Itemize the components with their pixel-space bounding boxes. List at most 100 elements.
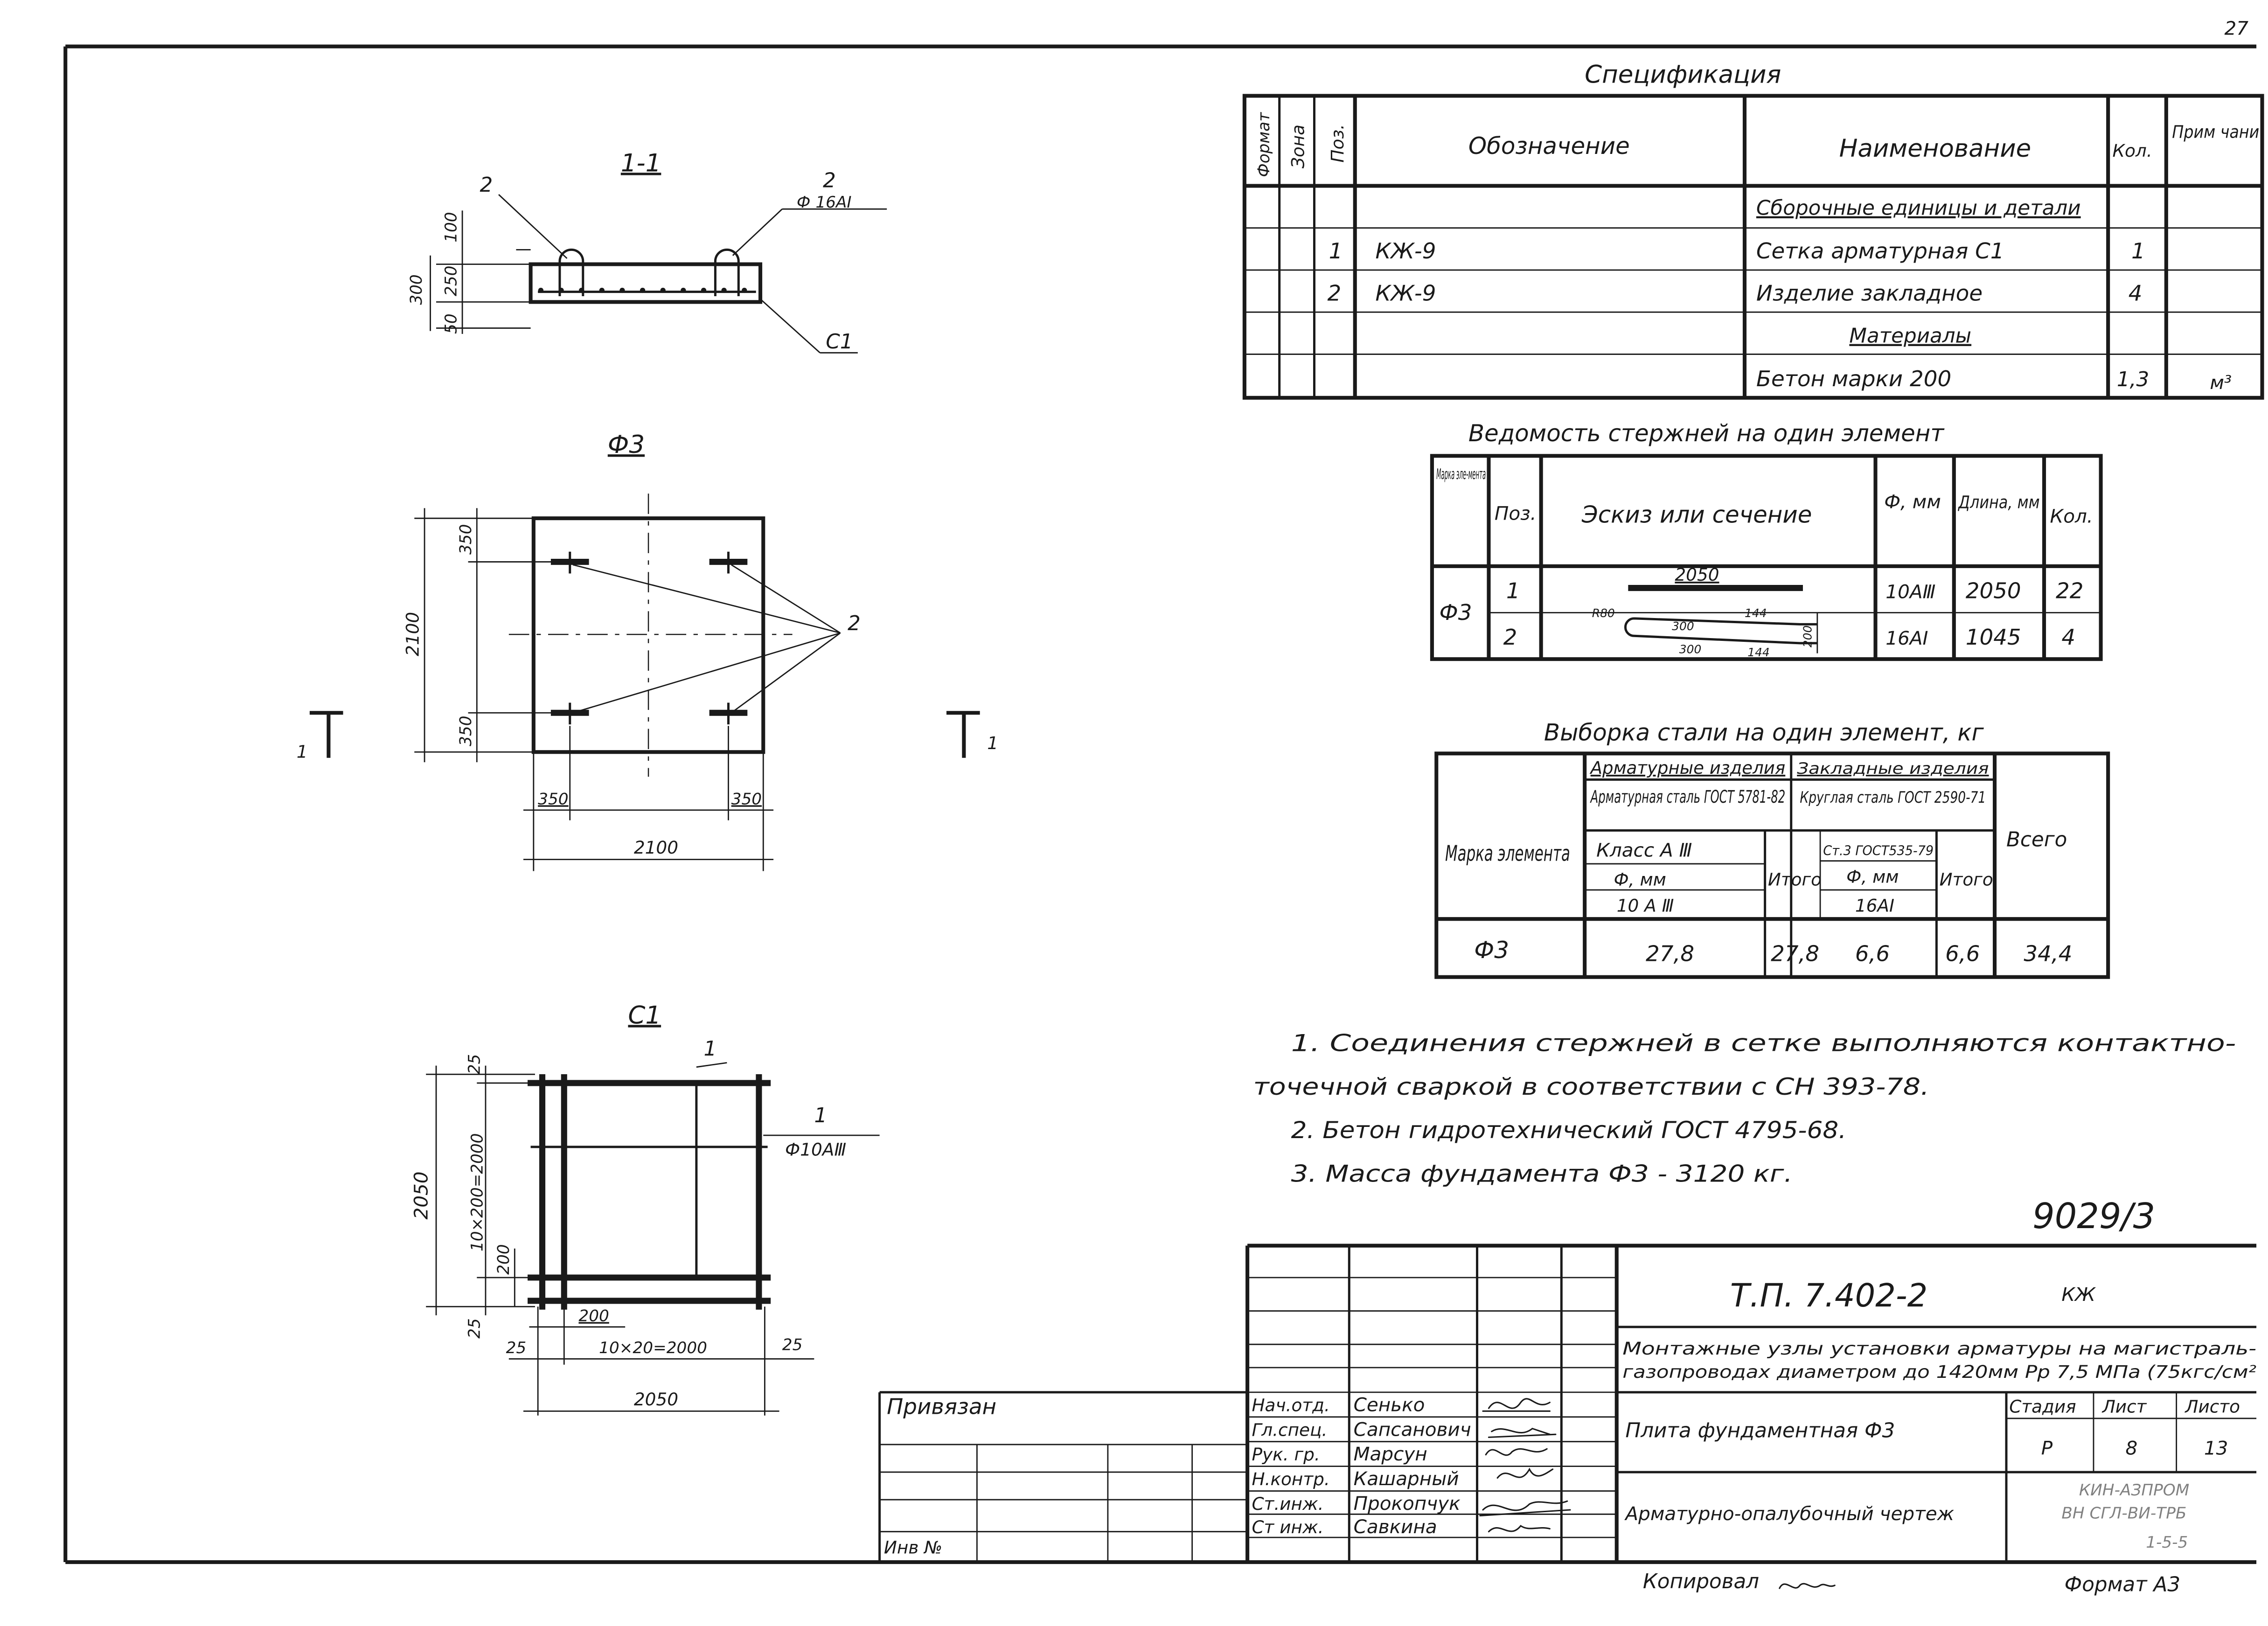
bar-header-pos: Поз. [1495,502,1537,524]
plan-dim-bottom: 350 [457,716,475,746]
project-name-2: газопроводах диаметром до 1420мм Рр 7,5 … [1622,1362,2256,1382]
steel-rebar-class: Класс А Ⅲ [1596,839,1692,861]
steel-rebar-steel: Арматурная сталь ГОСТ 5781-82 [1590,786,1785,807]
spec-title: Спецификация [1585,60,1781,89]
steel-title: Выборка стали на один элемент, кг [1544,719,1984,746]
mesh-dim-step-h: 200 [578,1306,609,1325]
section-callout-left: 2 [480,174,493,197]
sheet-label: Лист [2101,1396,2147,1417]
bar-row-1-pos: 1 [1506,578,1520,604]
role-6-name: Савкина [1354,1515,1437,1538]
stage-value: Р [2041,1437,2053,1459]
mesh-dim-grid-v: 10×200=2000 [468,1133,487,1251]
bar-row-2-length: 1045 [1966,625,2021,650]
embedded-anchor-right [714,248,740,296]
steel-rebar-dia: Ф, мм [1614,869,1666,890]
project-name-1: Монтажные узлы установки арматуры на маг… [1622,1338,2256,1359]
sheets-value: 13 [2204,1437,2228,1459]
bar-header-mark: Марка эле-мента [1436,466,1486,483]
role-1: Нач.отд. [1252,1395,1329,1415]
spec-row-2-pos: 2 [1328,281,1342,306]
copier-signature [1779,1583,1836,1589]
spec-material-name: Бетон марки 200 [1756,367,1951,392]
spec-row-1-qty: 1 [2131,239,2145,264]
spec-material-note: м³ [2210,371,2232,394]
steel-row-all: 34,4 [2024,942,2072,967]
bar-row-2-dia: 16АⅠ [1885,627,1928,649]
section-dim-100: 100 [442,212,461,242]
sheet-title: Плита фундаментная Ф3 [1625,1419,1895,1442]
mesh-dim-height: 2050 [410,1172,432,1220]
spec-header-note: Прим чани [2172,122,2259,142]
role-2-name: Сапсанович [1354,1418,1471,1440]
role-2: Гл.спец. [1252,1419,1327,1440]
spec-header-pos: Поз. [1327,124,1348,163]
steel-mark-header: Марка элемента [1445,841,1570,867]
note-3: 3. Масса фундамента Ф3 - 3120 кг. [1291,1160,1793,1188]
organization-stamp: КИН-АЗПРОМ ВН СГЛ-ВИ-ТРБ 1-5-5 [2061,1481,2189,1552]
mesh-dim-top: 25 [465,1054,484,1075]
bound-label: Привязан [887,1395,996,1420]
bar-header-dia: Ф, мм [1884,490,1941,513]
stage-label: Стадия [2009,1396,2076,1417]
spec-header-name: Наименование [1839,134,2031,163]
mesh-dim-bottom: 25 [465,1318,484,1339]
steel-row-rebar: 27,8 [1646,942,1694,967]
stamp-line-2: ВН СГЛ-ВИ-ТРБ [2061,1504,2186,1523]
role-5-name: Прокопчук [1354,1492,1461,1515]
embedded-anchor-left [558,248,584,296]
bar-sketch-d4: 300 [1679,643,1702,656]
section-dim-300: 300 [407,274,426,305]
mesh-bars [528,1074,771,1310]
drawing-type: Арматурно-опалубочный чертеж [1624,1502,1954,1525]
sheet-value: 8 [2126,1437,2138,1459]
spec-row-1-designation: КЖ-9 [1375,239,1436,264]
spec-row-1-name: Сетка арматурная С1 [1756,239,2004,264]
mesh-dim-right: 25 [782,1336,803,1355]
steel-round-total-label: Итого [1940,869,1993,890]
role-4: Н.контр. [1252,1469,1329,1489]
plan-callout: 2 [848,612,861,635]
title-block: Привязан Инв № Т.П. 7.402-2 КЖ Монтажные… [878,1244,2256,1563]
plan-dim-left: 350 [538,790,568,808]
section-callout-right-dia: Ф 16АⅠ [797,193,852,212]
mesh-title: С1 [628,1001,661,1029]
slab-section [529,262,763,304]
bar-header-length: Длина, мм [1957,492,2039,512]
bar-row-2-qty: 4 [2061,625,2075,650]
doc-code: КЖ [2061,1283,2096,1306]
spec-header-zone: Зона [1288,125,1308,168]
section-callout-right: 2 [823,169,836,193]
section-view-1-1: 1-1 300 100 250 50 2 2 Ф 16АⅠ С1 [407,149,887,354]
bar-sketch-d2: 300 [1672,619,1694,633]
plan-view-f3: Ф3 2 2100 350 350 350 350 [297,431,998,871]
spec-row-2-qty: 4 [2129,281,2143,306]
role-4-name: Кашарный [1354,1467,1459,1490]
steel-row-round: 6,6 [1855,942,1890,967]
plan-dim-top: 350 [457,524,475,555]
steel-row-round-total: 6,6 [1945,942,1980,967]
bar-sketch-d6: 200 [1801,625,1814,648]
plan-dim-width: 2100 [634,837,678,858]
bar-sketch-hook [1624,617,1817,645]
spec-material-qty: 1,3 [2117,368,2149,391]
steel-round-dia: Ф, мм [1846,866,1899,887]
steel-row-rebar-total: 27,8 [1771,942,1819,967]
bar-row-1-dia: 10АⅢ [1885,580,1935,603]
format-label: Формат А3 [2065,1573,2180,1596]
slab-plan [531,516,765,754]
stamp-line-1: КИН-АЗПРОМ [2079,1481,2190,1500]
spec-section-materials: Материалы [1849,325,1971,348]
bar-sketch-d5: 144 [1747,646,1770,659]
bar-mark: Ф3 [1440,600,1472,625]
mesh-callout-right-dia: Ф10АⅢ [785,1140,846,1160]
steel-embedded-products: Закладные изделия [1797,759,1989,778]
spec-section-assemblies: Сборочные единицы и детали [1756,197,2081,220]
bar-sketch-d3: 144 [1745,606,1767,620]
drawing-number: 9029/3 [2032,1196,2155,1237]
plan-title: Ф3 [608,431,645,459]
mesh-callout-right: 1 [814,1104,827,1127]
sheet-frame [63,44,2257,1564]
spec-row-2-designation: КЖ-9 [1375,281,1436,306]
